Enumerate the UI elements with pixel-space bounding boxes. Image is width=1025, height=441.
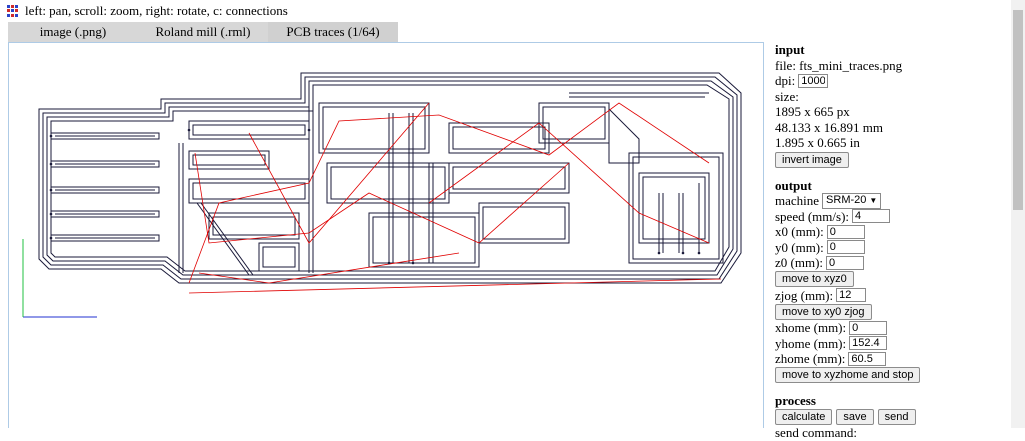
process-section-title: process bbox=[775, 392, 816, 408]
connection-lines bbox=[188, 102, 722, 294]
controls-hint: left: pan, scroll: zoom, right: rotate, … bbox=[25, 3, 288, 18]
toolpath-canvas[interactable] bbox=[9, 43, 764, 428]
invert-image-button[interactable]: invert image bbox=[775, 151, 849, 168]
speed-label: speed (mm/s): bbox=[775, 208, 850, 224]
dpi-input[interactable] bbox=[798, 73, 829, 88]
axis-indicator bbox=[22, 239, 97, 318]
z0-label: z0 (mm): bbox=[775, 255, 824, 270]
move-to-xy0-zjog-button[interactable]: move to xy0 zjog bbox=[775, 303, 872, 320]
move-to-xyzhome-button[interactable]: move to xyzhome and stop bbox=[775, 367, 921, 383]
scrollbar-thumb[interactable] bbox=[1013, 10, 1023, 210]
speed-input[interactable] bbox=[852, 209, 891, 224]
toolpath-viewer[interactable] bbox=[8, 42, 764, 428]
settings-panel: input file: fts_mini_traces.png dpi: siz… bbox=[775, 42, 1010, 441]
file-info: file: fts_mini_traces.png bbox=[775, 57, 903, 73]
machine-select-value: SRM-20 bbox=[826, 194, 867, 206]
output-section-title: output bbox=[775, 177, 812, 193]
zhome-input[interactable] bbox=[848, 351, 887, 366]
input-section-title: input bbox=[775, 42, 805, 57]
calculate-button[interactable]: calculate bbox=[775, 408, 833, 425]
chevron-down-icon: ▼ bbox=[869, 196, 878, 205]
machine-label: machine bbox=[775, 193, 820, 208]
tab-pcb-traces[interactable]: PCB traces (1/64) bbox=[268, 22, 398, 42]
size-in: 1.895 x 0.665 in bbox=[775, 135, 860, 150]
xhome-label: xhome (mm): bbox=[775, 320, 847, 335]
x0-input[interactable] bbox=[826, 224, 865, 239]
save-button[interactable]: save bbox=[836, 408, 874, 425]
machine-select[interactable]: SRM-20 ▼ bbox=[822, 192, 882, 209]
tab-image-png[interactable]: image (.png) bbox=[39, 24, 107, 39]
z0-input[interactable] bbox=[826, 255, 865, 270]
move-to-xyz0-button[interactable]: move to xyz0 bbox=[775, 271, 854, 287]
send-button[interactable]: send bbox=[877, 408, 916, 425]
yhome-label: yhome (mm): bbox=[775, 335, 847, 351]
toolpath-traces bbox=[38, 72, 742, 284]
size-mm: 48.133 x 16.891 mm bbox=[775, 119, 883, 135]
grid-app-icon bbox=[6, 3, 21, 19]
page-scrollbar[interactable] bbox=[1011, 0, 1025, 428]
send-command-label: send command: bbox=[775, 425, 857, 440]
tab-bar: image (.png) Roland mill (.rml) PCB trac… bbox=[8, 22, 398, 42]
zjog-label: zjog (mm): bbox=[775, 287, 834, 303]
x0-label: x0 (mm): bbox=[775, 224, 824, 239]
y0-input[interactable] bbox=[826, 240, 865, 255]
size-px: 1895 x 665 px bbox=[775, 104, 850, 119]
dpi-label: dpi: bbox=[775, 73, 796, 88]
size-label: size: bbox=[775, 88, 799, 104]
xhome-input[interactable] bbox=[849, 320, 888, 335]
zhome-label: zhome (mm): bbox=[775, 351, 846, 366]
tab-roland-mill-rml[interactable]: Roland mill (.rml) bbox=[155, 24, 251, 39]
zjog-input[interactable] bbox=[836, 288, 867, 303]
top-bar: left: pan, scroll: zoom, right: rotate, … bbox=[6, 2, 288, 20]
drill-points bbox=[49, 128, 701, 265]
yhome-input[interactable] bbox=[849, 336, 888, 351]
y0-label: y0 (mm): bbox=[775, 239, 824, 255]
